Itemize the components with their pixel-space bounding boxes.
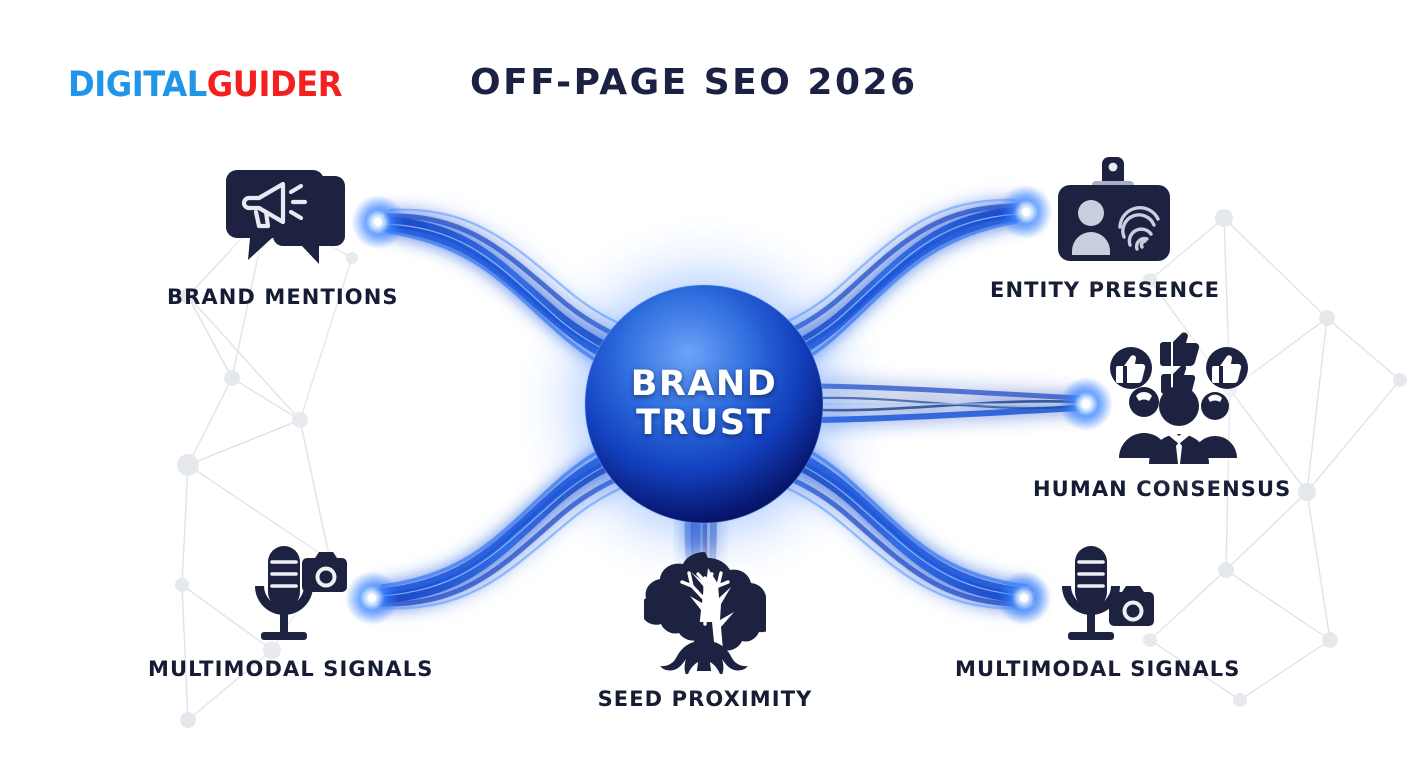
node-label-entity-presence: ENTITY PRESENCE (990, 278, 1221, 302)
brand-trust-core: BRAND TRUST (585, 285, 823, 523)
tree-roots-icon (640, 548, 776, 679)
node-label-multimodal-left: MULTIMODAL SIGNALS (148, 657, 434, 681)
digital-guider-logo[interactable]: DIGITALGUIDER (68, 65, 343, 105)
microphone-camera-icon (243, 540, 353, 649)
node-brand-mentions[interactable]: BRAND MENTIONS (167, 168, 399, 309)
node-multimodal-signals-right[interactable]: MULTIMODAL SIGNALS (955, 540, 1240, 681)
microphone-camera-icon (1050, 540, 1160, 649)
node-label-seed-proximity: SEED PROXIMITY (597, 687, 813, 711)
core-label-line2: TRUST (636, 403, 772, 443)
node-human-consensus[interactable]: HUMAN CONSENSUS (1033, 332, 1291, 501)
logo-text-digital: DIGITAL (68, 65, 207, 105)
page-title: OFF-PAGE SEO 2026 (470, 62, 918, 103)
brand-trust-core-label: BRAND TRUST (585, 285, 823, 523)
node-label-human-consensus: HUMAN CONSENSUS (1033, 477, 1292, 501)
node-seed-proximity[interactable]: SEED PROXIMITY (590, 548, 820, 711)
node-label-multimodal-right: MULTIMODAL SIGNALS (955, 657, 1241, 681)
id-badge-fingerprint-icon (1052, 155, 1176, 270)
people-thumbs-up-icon (1105, 332, 1253, 469)
node-entity-presence[interactable]: ENTITY PRESENCE (990, 155, 1220, 302)
node-label-brand-mentions: BRAND MENTIONS (167, 285, 399, 309)
core-label-line1: BRAND (630, 363, 778, 404)
node-multimodal-signals-left[interactable]: MULTIMODAL SIGNALS (148, 540, 433, 681)
logo-text-guider: GUIDER (206, 65, 343, 105)
speech-bubbles-megaphone-icon (225, 168, 351, 277)
